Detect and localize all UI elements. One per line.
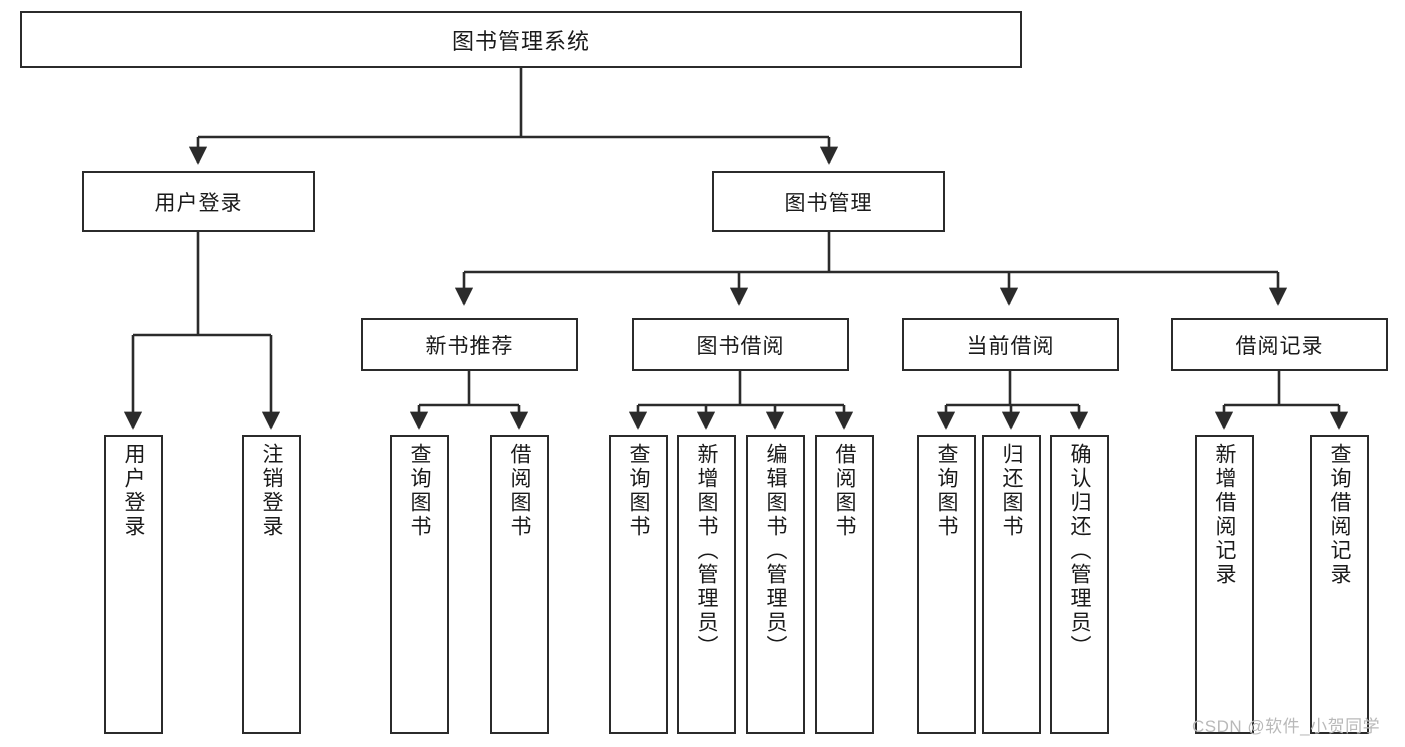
leaf-records-add-record[interactable]: 新增借阅记录	[1195, 435, 1254, 734]
node-label: 查询图书	[935, 443, 958, 539]
leaf-current-query-book[interactable]: 查询图书	[917, 435, 976, 734]
node-book-management[interactable]: 图书管理	[712, 171, 945, 232]
node-label: 新书推荐	[425, 334, 514, 358]
leaf-user-login-logout[interactable]: 注销登录	[242, 435, 301, 734]
node-label: 图书借阅	[696, 334, 785, 358]
node-label: 新增图书（管理员）	[695, 443, 718, 659]
leaf-borrow-add-book-admin[interactable]: 新增图书（管理员）	[677, 435, 736, 734]
node-label: 图书管理系统	[451, 28, 590, 54]
node-book-borrow[interactable]: 图书借阅	[632, 318, 849, 371]
node-borrow-records[interactable]: 借阅记录	[1171, 318, 1388, 371]
node-label: 确认归还（管理员）	[1068, 443, 1091, 659]
node-root-book-management-system[interactable]: 图书管理系统	[20, 11, 1022, 68]
leaf-borrow-query-book[interactable]: 查询图书	[609, 435, 668, 734]
node-current-borrow[interactable]: 当前借阅	[902, 318, 1119, 371]
leaf-current-confirm-return-admin[interactable]: 确认归还（管理员）	[1050, 435, 1109, 734]
leaf-current-return-book[interactable]: 归还图书	[982, 435, 1041, 734]
node-user-login[interactable]: 用户登录	[82, 171, 315, 232]
node-label: 编辑图书（管理员）	[764, 443, 787, 659]
node-label: 图书管理	[784, 191, 873, 215]
node-label: 借阅图书	[833, 443, 856, 539]
node-label: 当前借阅	[966, 334, 1055, 358]
leaf-borrow-edit-book-admin[interactable]: 编辑图书（管理员）	[746, 435, 805, 734]
node-label: 借阅图书	[508, 443, 531, 539]
leaf-user-login-login[interactable]: 用户登录	[104, 435, 163, 734]
node-label: 查询图书	[408, 443, 431, 539]
node-label: 归还图书	[1000, 443, 1023, 539]
node-label: 注销登录	[260, 443, 283, 539]
node-label: 借阅记录	[1235, 334, 1324, 358]
leaf-borrow-borrow-book[interactable]: 借阅图书	[815, 435, 874, 734]
leaf-recommend-borrow-book[interactable]: 借阅图书	[490, 435, 549, 734]
csdn-watermark: CSDN @软件_小贺同学	[1192, 717, 1381, 736]
node-label: 用户登录	[122, 443, 145, 539]
node-label: 新增借阅记录	[1213, 443, 1236, 587]
node-label: 查询借阅记录	[1328, 443, 1351, 587]
node-new-book-recommend[interactable]: 新书推荐	[361, 318, 578, 371]
leaf-recommend-query-book[interactable]: 查询图书	[390, 435, 449, 734]
leaf-records-query-record[interactable]: 查询借阅记录	[1310, 435, 1369, 734]
node-label: 查询图书	[627, 443, 650, 539]
node-label: 用户登录	[154, 191, 243, 215]
